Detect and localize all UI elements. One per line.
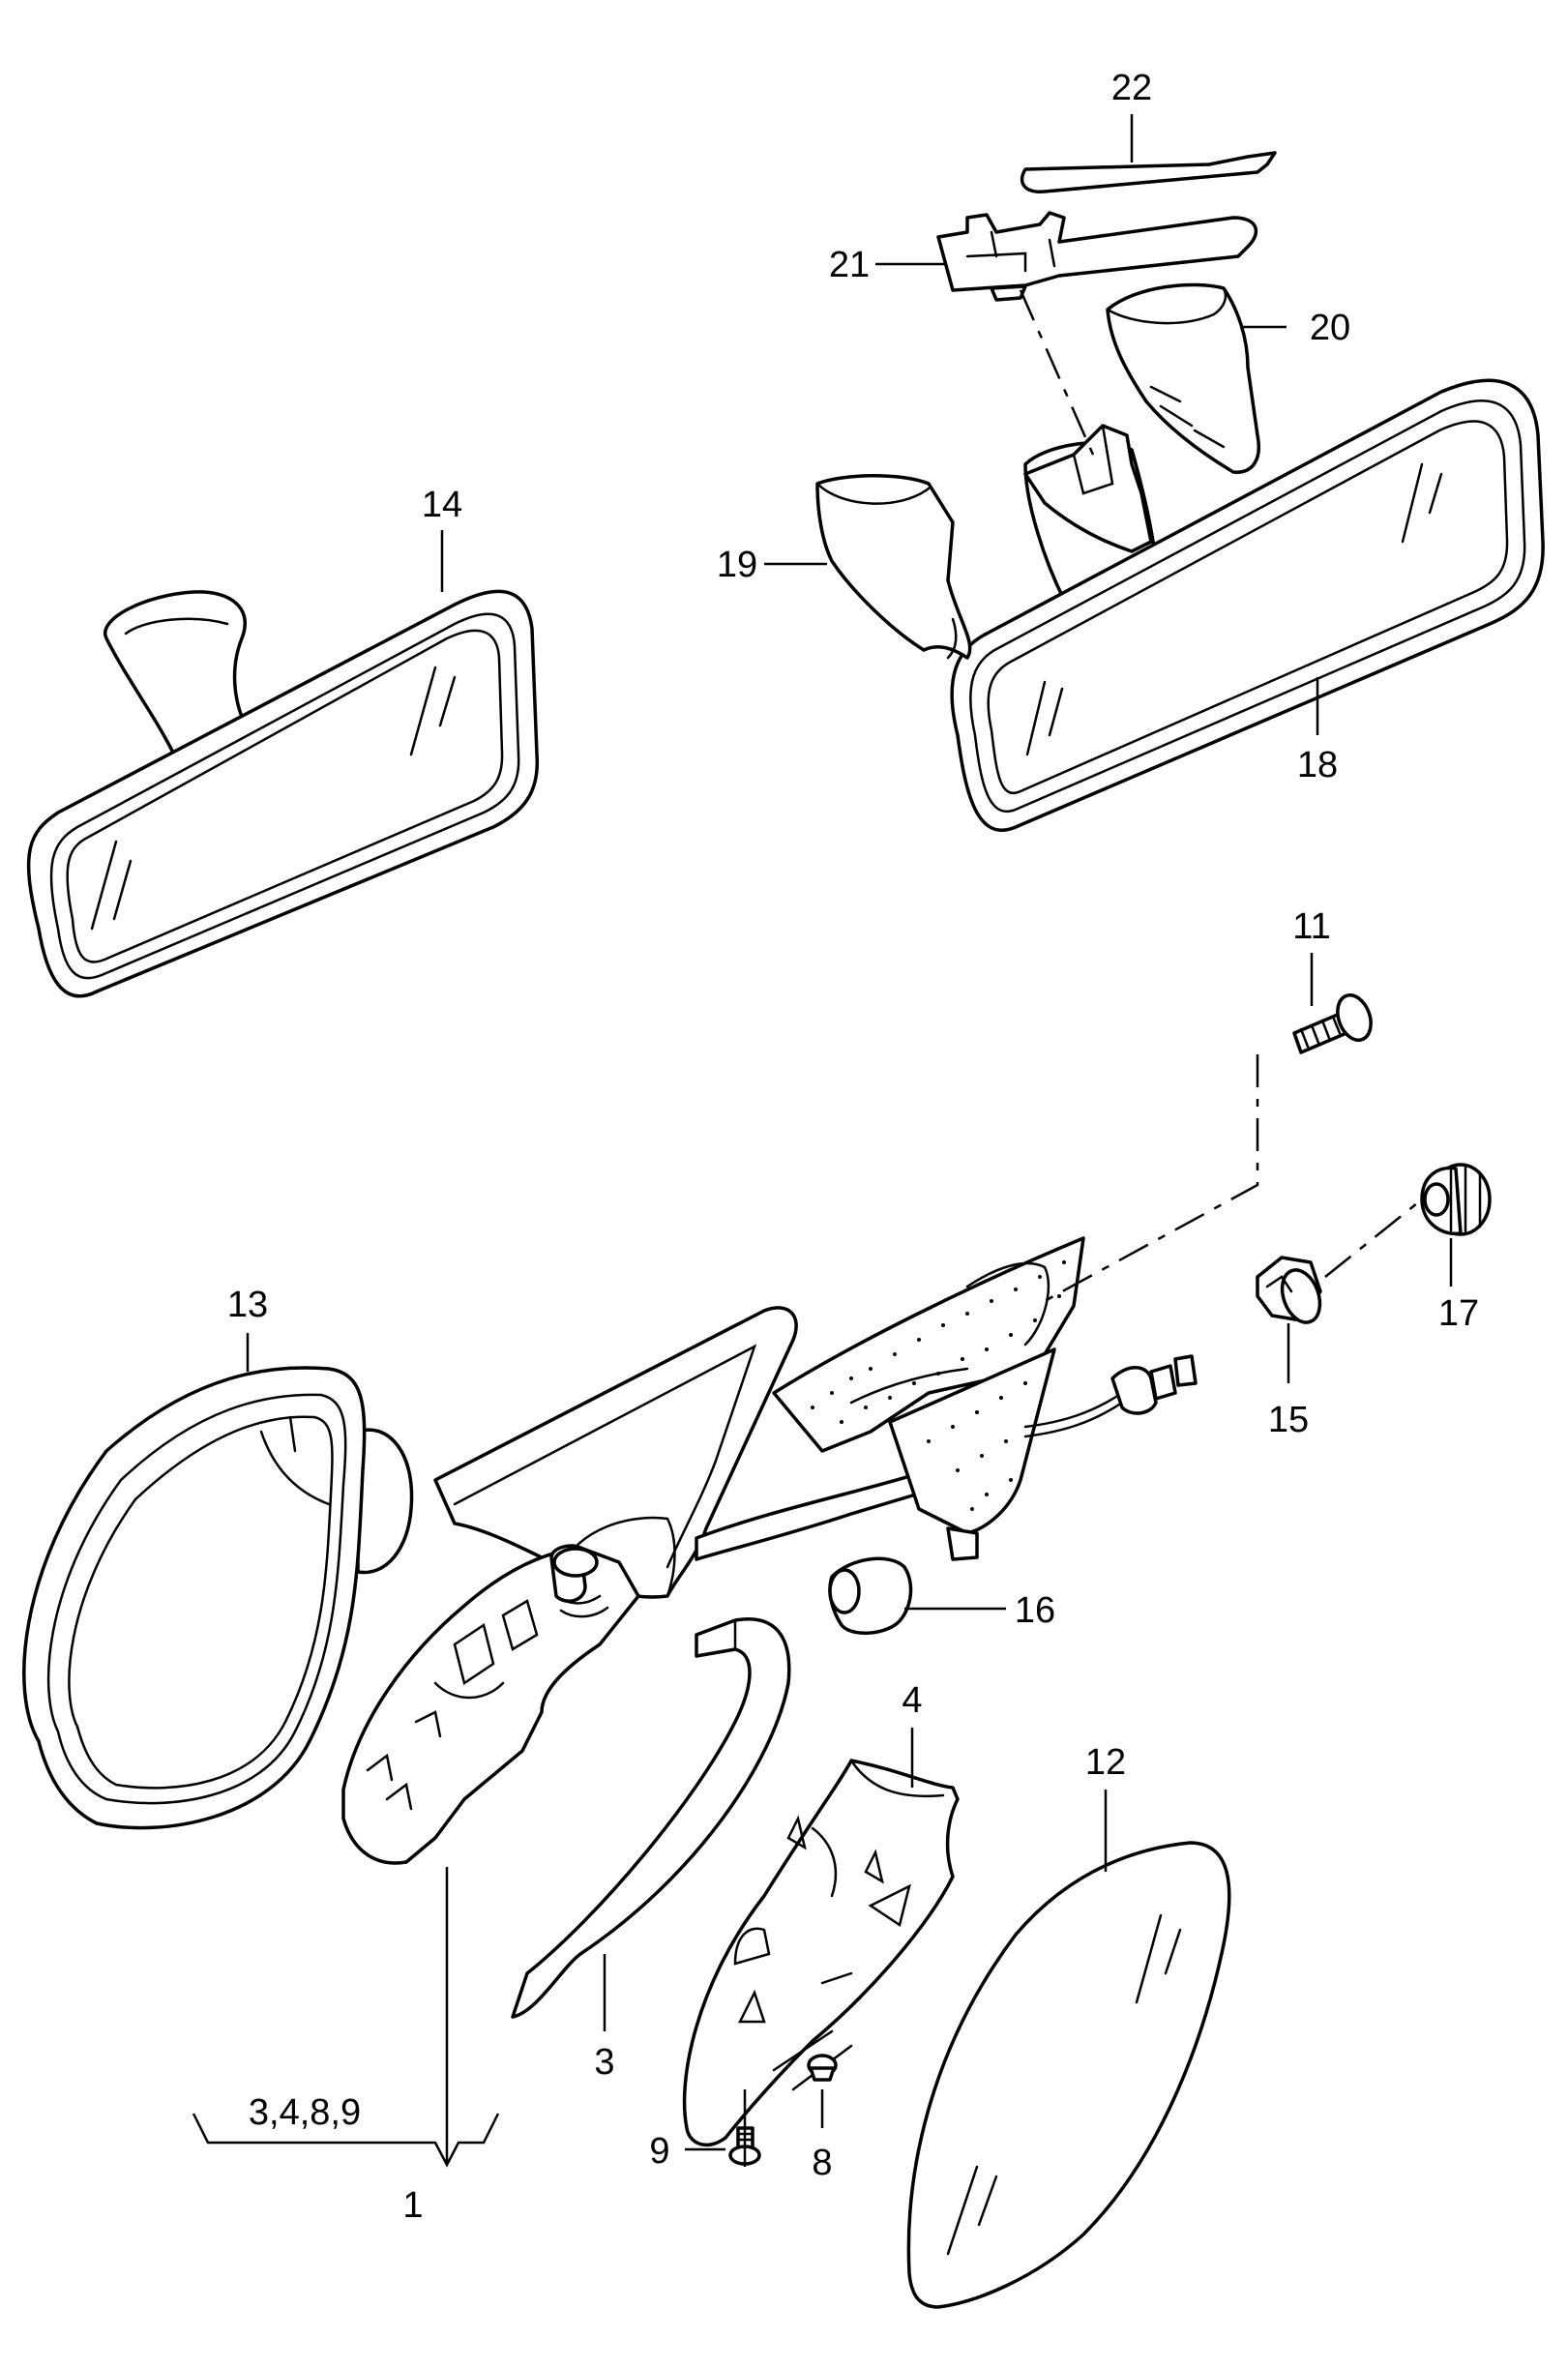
part-20-cover (1106, 282, 1260, 474)
callout-18: 18 (1297, 745, 1338, 785)
part-16-clip (828, 1556, 913, 1635)
assembly-line-bolt (1044, 1054, 1259, 1303)
part-21-bracket (936, 211, 1258, 302)
callout-11: 11 (1292, 906, 1330, 947)
callout-20: 20 (1310, 308, 1350, 348)
callout-12: 12 (1085, 1742, 1126, 1783)
part-1-mounting-bracket (341, 1544, 640, 1865)
part-4-cover-cap (682, 1759, 960, 2147)
callout-1: 1 (402, 2185, 423, 2226)
callout-16: 16 (1015, 1590, 1055, 1631)
assembly-line-bracket (1019, 289, 1095, 456)
part-22-trim-strip (1020, 151, 1277, 193)
callout-kit-3-4-8-9: 3,4,8,9 (249, 2092, 361, 2133)
callout-19: 19 (717, 545, 757, 585)
cable (1023, 1354, 1198, 1438)
part-12-mirror-glass (906, 1841, 1231, 2309)
callout-14: 14 (422, 485, 462, 525)
part-13-mirror-housing (22, 1366, 414, 1830)
part-11-bolt (1292, 993, 1373, 1054)
callout-9: 9 (649, 2131, 669, 2172)
part-17-knob (1420, 1163, 1492, 1236)
callout-22: 22 (1111, 68, 1152, 108)
callout-15: 15 (1268, 1400, 1309, 1440)
callout-4: 4 (902, 1680, 922, 1721)
adjuster-plate (772, 1236, 1085, 1561)
callout-13: 13 (227, 1285, 268, 1325)
assembly-line-knob (1324, 1199, 1423, 1278)
part-14-interior-mirror (26, 589, 540, 998)
callout-3: 3 (594, 2042, 614, 2083)
leader-lines (192, 114, 1453, 2168)
callout-8: 8 (812, 2143, 832, 2183)
texture-dots (811, 1260, 1066, 1511)
callout-21: 21 (829, 245, 870, 285)
mounting-base (1023, 424, 1153, 553)
part-19-cover (815, 474, 972, 660)
part-3-trim (511, 1617, 791, 2019)
part-15-nut (1256, 1256, 1322, 1324)
part-8-nut (807, 2054, 838, 2082)
callout-17: 17 (1438, 1293, 1479, 1334)
